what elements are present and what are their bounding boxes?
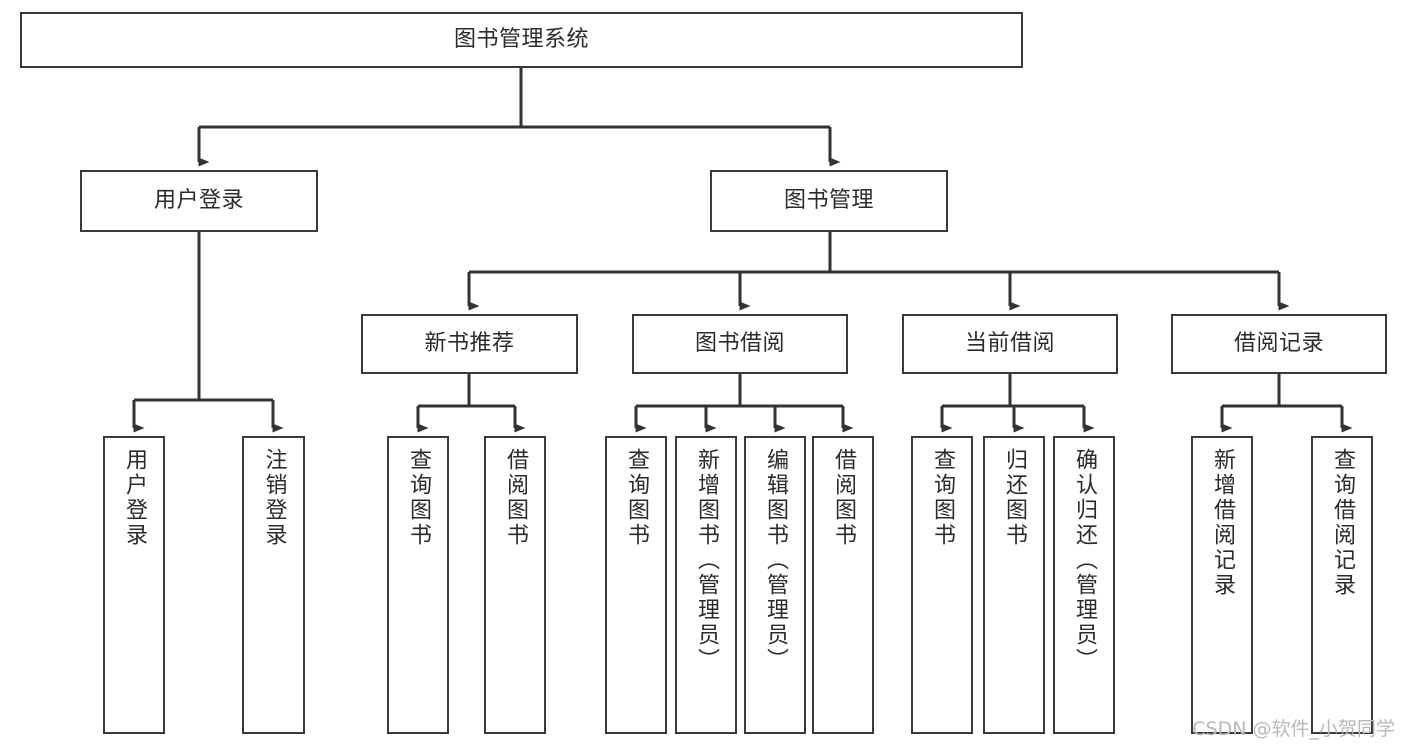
- node-borrow-record[interactable]: 借阅记录: [1171, 314, 1387, 374]
- node-label: 用户登录: [122, 448, 147, 548]
- leaf-return-book[interactable]: 归还图书: [983, 436, 1045, 734]
- leaf-edit-book-admin[interactable]: 编辑图书（管理员）: [744, 436, 806, 734]
- node-label: 借阅图书: [503, 448, 528, 548]
- leaf-query-book-recommend[interactable]: 查询图书: [387, 436, 449, 734]
- node-book-borrow[interactable]: 图书借阅: [632, 314, 848, 374]
- node-label: 借阅记录: [1233, 331, 1324, 357]
- leaf-borrow-book[interactable]: 借阅图书: [812, 436, 874, 734]
- node-label: 当前借阅: [964, 331, 1055, 357]
- node-book-management[interactable]: 图书管理: [710, 170, 948, 232]
- leaf-confirm-return-admin[interactable]: 确认归还（管理员）: [1053, 436, 1115, 734]
- node-label: 编辑图书（管理员）: [763, 448, 788, 673]
- node-label: 图书借阅: [694, 331, 785, 357]
- node-label: 查询图书: [930, 448, 955, 548]
- node-label: 用户登录: [153, 188, 244, 214]
- node-root-system[interactable]: 图书管理系统: [20, 12, 1023, 68]
- node-label: 查询借阅记录: [1330, 448, 1355, 598]
- node-label: 借阅图书: [831, 448, 856, 548]
- csdn-watermark: CSDN @软件_小贺同学: [1192, 718, 1395, 740]
- leaf-add-borrow-record[interactable]: 新增借阅记录: [1191, 436, 1253, 734]
- node-label: 确认归还（管理员）: [1072, 448, 1097, 673]
- node-label: 查询图书: [624, 448, 649, 548]
- node-label: 新增图书（管理员）: [694, 448, 719, 673]
- node-label: 图书管理系统: [453, 27, 589, 53]
- node-user-login[interactable]: 用户登录: [80, 170, 318, 232]
- node-new-book-recommend[interactable]: 新书推荐: [361, 314, 578, 374]
- leaf-borrow-book-recommend[interactable]: 借阅图书: [484, 436, 546, 734]
- node-label: 归还图书: [1002, 448, 1027, 548]
- node-label: 注销登录: [261, 448, 287, 548]
- node-label: 图书管理: [783, 188, 874, 214]
- node-current-borrow[interactable]: 当前借阅: [902, 314, 1118, 374]
- leaf-logout[interactable]: 注销登录: [242, 436, 305, 734]
- node-label: 新增借阅记录: [1210, 448, 1235, 598]
- leaf-query-book-current[interactable]: 查询图书: [911, 436, 973, 734]
- node-label: 查询图书: [406, 448, 431, 548]
- leaf-user-login[interactable]: 用户登录: [103, 436, 165, 734]
- leaf-add-book-admin[interactable]: 新增图书（管理员）: [675, 436, 737, 734]
- leaf-query-borrow-record[interactable]: 查询借阅记录: [1311, 436, 1373, 734]
- node-label: 新书推荐: [424, 331, 515, 357]
- leaf-query-book-borrow[interactable]: 查询图书: [605, 436, 667, 734]
